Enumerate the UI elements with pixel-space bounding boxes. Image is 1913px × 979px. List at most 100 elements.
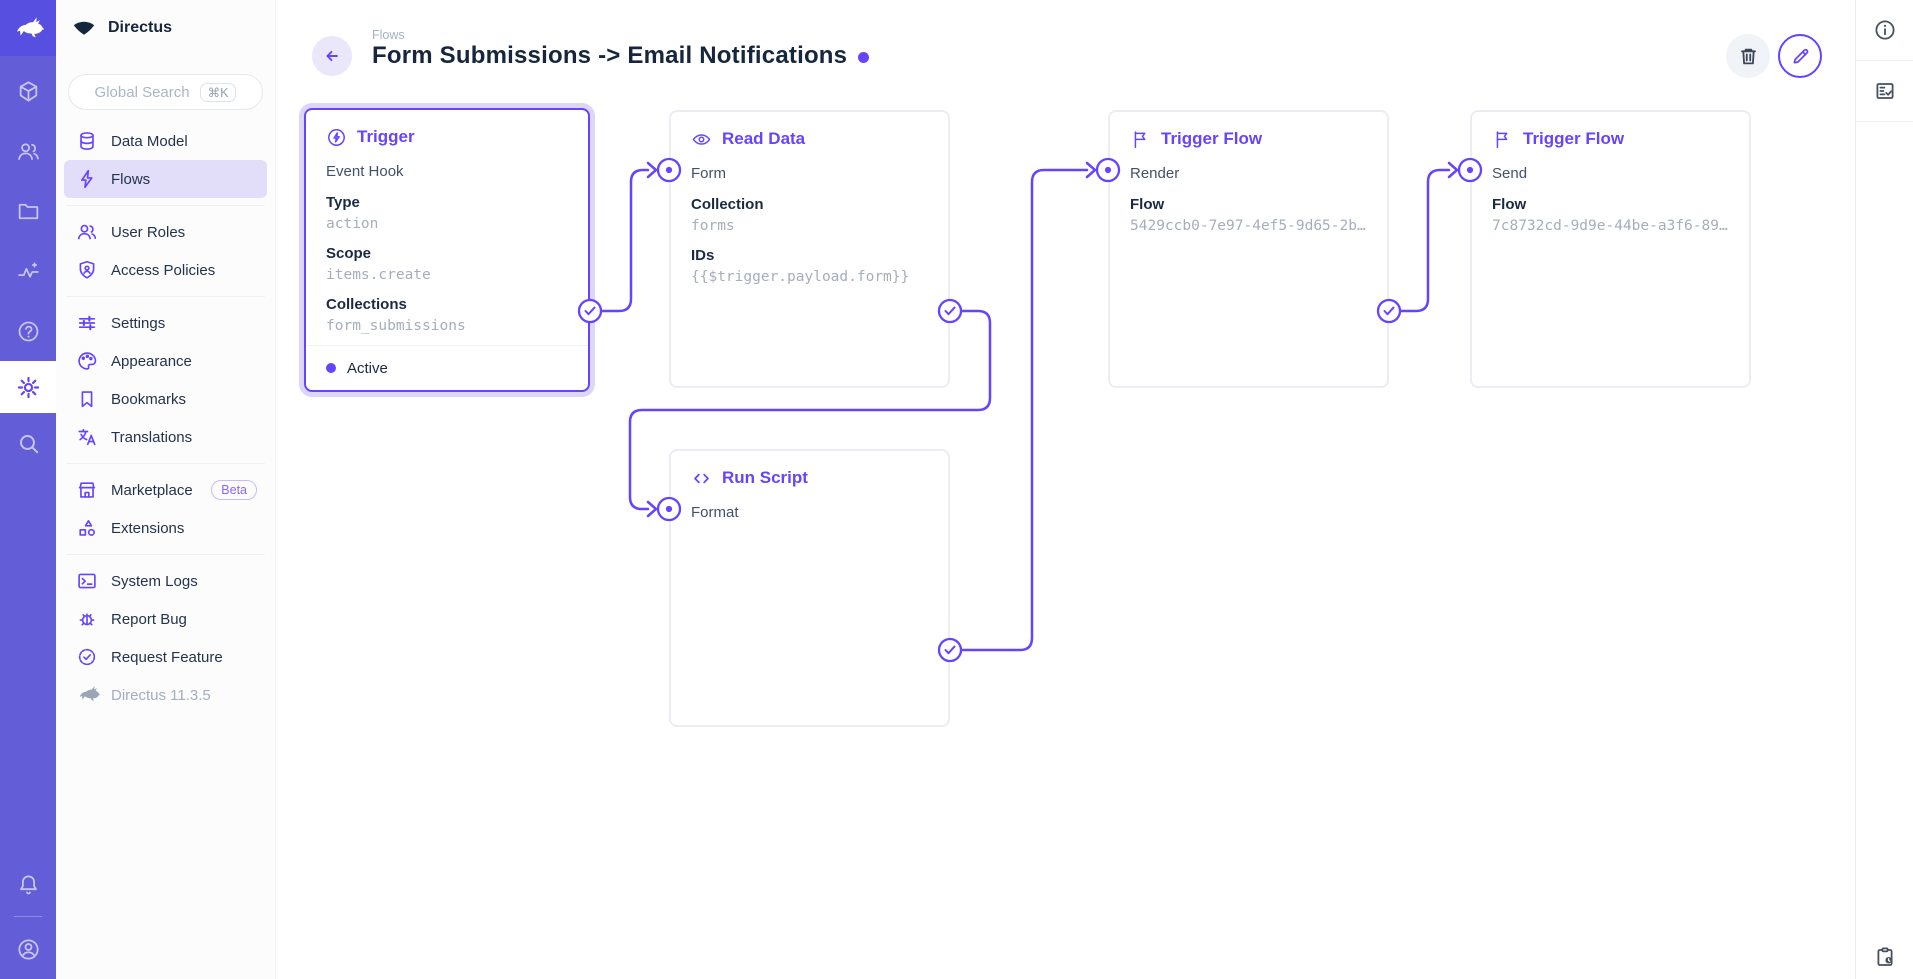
sidebar-item-label: Settings bbox=[111, 314, 166, 332]
sidebar-item-access-policies[interactable]: Access Policies bbox=[64, 251, 267, 289]
app-version: Directus 11.3.5 bbox=[64, 676, 267, 714]
lightning-bolt-icon bbox=[76, 168, 98, 190]
back-button[interactable] bbox=[312, 36, 352, 76]
module-settings[interactable] bbox=[0, 361, 56, 413]
sidebar-item-appearance[interactable]: Appearance bbox=[64, 342, 267, 380]
edge-render-to-send bbox=[1398, 168, 1451, 313]
panel-name: Read Data bbox=[722, 129, 806, 148]
trigger-kind: Event Hook bbox=[326, 162, 404, 180]
operation-name: Format bbox=[691, 503, 739, 521]
field: Flow 7c8732cd-9d9e-44be-a3f6-89… bbox=[1492, 196, 1729, 234]
panel-trigger-flow-render[interactable]: Trigger Flow Render Flow 5429ccb0-7e97-4… bbox=[1108, 110, 1389, 388]
extension-shapes-icon bbox=[76, 517, 98, 539]
field-value: 5429ccb0-7e97-4ef5-9d65-2b… bbox=[1130, 218, 1366, 234]
active-status-dot bbox=[326, 363, 336, 373]
panel-run-script[interactable]: Run Script Format bbox=[669, 449, 950, 727]
clipboard-clock-icon bbox=[1873, 945, 1897, 969]
sidebar-item-marketplace[interactable]: Marketplace Beta bbox=[64, 471, 267, 509]
award-check-icon bbox=[76, 646, 98, 668]
translate-icon bbox=[76, 426, 98, 448]
field: Type action bbox=[326, 194, 568, 232]
flow-status-dot bbox=[858, 52, 870, 63]
field: Flow 5429ccb0-7e97-4ef5-9d65-2b… bbox=[1130, 196, 1367, 234]
sidebar-drawer bbox=[1855, 0, 1913, 979]
edge-arrowhead bbox=[1085, 161, 1097, 179]
field-value: action bbox=[326, 216, 379, 232]
sidebar-item-label: Request Feature bbox=[111, 648, 223, 666]
edge-run-script-to-render bbox=[959, 168, 1089, 652]
panel-read-data[interactable]: Read Data Form Collection forms IDs {{$t… bbox=[669, 110, 950, 388]
nav-divider bbox=[66, 296, 265, 297]
edge-arrowhead bbox=[1447, 161, 1459, 179]
sidebar-item-data-model[interactable]: Data Model bbox=[64, 122, 267, 160]
directus-logo-button[interactable] bbox=[0, 0, 56, 56]
storefront-icon bbox=[76, 479, 98, 501]
field: Collections form_submissions bbox=[326, 296, 568, 334]
field-label: IDs bbox=[691, 247, 715, 264]
sidebar-item-system-logs[interactable]: System Logs bbox=[64, 562, 267, 600]
edit-flow-button[interactable] bbox=[1778, 34, 1822, 78]
rabbit-logo-icon bbox=[12, 15, 44, 41]
delete-flow-button[interactable] bbox=[1726, 34, 1770, 78]
sidebar-item-translations[interactable]: Translations bbox=[64, 418, 267, 456]
field: IDs {{$trigger.payload.form}} bbox=[691, 247, 928, 285]
panel-trigger[interactable]: Trigger Event Hook Type action Scope ite… bbox=[304, 108, 590, 392]
nav-divider bbox=[66, 554, 265, 555]
users-icon bbox=[76, 221, 98, 243]
folder-icon bbox=[16, 199, 41, 224]
pencil-icon bbox=[1790, 46, 1811, 67]
sidebar-item-settings[interactable]: Settings bbox=[64, 304, 267, 342]
terminal-icon bbox=[76, 570, 98, 592]
help-circle-icon bbox=[16, 319, 41, 344]
panel-trigger-flow-send[interactable]: Trigger Flow Send Flow 7c8732cd-9d9e-44b… bbox=[1470, 110, 1751, 388]
edge-arrowhead bbox=[646, 161, 658, 179]
module-files[interactable] bbox=[0, 181, 56, 241]
module-global-search[interactable] bbox=[0, 413, 56, 473]
page-title: Form Submissions -> Email Notifications bbox=[372, 42, 848, 69]
panel-name: Trigger Flow bbox=[1523, 129, 1625, 148]
rabbit-logo-icon bbox=[76, 684, 100, 706]
panel-name: Run Script bbox=[722, 468, 808, 487]
panel-header: Read Data bbox=[691, 127, 928, 151]
panel-header: Trigger bbox=[326, 125, 568, 149]
sidebar-item-label: Marketplace bbox=[111, 481, 193, 499]
module-help[interactable] bbox=[0, 301, 56, 361]
sidebar-item-user-roles[interactable]: User Roles bbox=[64, 213, 267, 251]
palette-icon bbox=[76, 350, 98, 372]
tune-sliders-icon bbox=[76, 312, 98, 334]
sidebar-item-request-feature[interactable]: Request Feature bbox=[64, 638, 267, 676]
field-label: Type bbox=[326, 194, 360, 211]
edge-trigger-to-read-data bbox=[599, 168, 650, 313]
logs-drawer-button[interactable] bbox=[1856, 61, 1913, 122]
sidebar-item-extensions[interactable]: Extensions bbox=[64, 509, 267, 547]
bolt-circle-icon bbox=[326, 127, 347, 148]
field-label: Flow bbox=[1492, 196, 1527, 213]
global-search-input[interactable]: Global Search ⌘K bbox=[68, 74, 263, 110]
version-label: Directus 11.3.5 bbox=[111, 686, 211, 704]
panel-name: Trigger bbox=[357, 127, 415, 146]
sidebar-item-report-bug[interactable]: Report Bug bbox=[64, 600, 267, 638]
breadcrumb[interactable]: Flows bbox=[372, 28, 405, 42]
field-label: Collections bbox=[326, 296, 407, 313]
sidebar-item-flows[interactable]: Flows bbox=[64, 160, 267, 198]
sidebar-item-label: Data Model bbox=[111, 132, 188, 150]
module-users[interactable] bbox=[0, 121, 56, 181]
trigger-status: Active bbox=[306, 345, 588, 390]
sidebar-item-bookmarks[interactable]: Bookmarks bbox=[64, 380, 267, 418]
sidebar-item-label: Access Policies bbox=[111, 261, 216, 279]
module-insights[interactable] bbox=[0, 241, 56, 301]
panel-header: Run Script bbox=[691, 466, 928, 490]
pending-notices-button[interactable] bbox=[1856, 945, 1913, 969]
field-value: 7c8732cd-9d9e-44be-a3f6-89… bbox=[1492, 218, 1728, 234]
field: Collection forms bbox=[691, 196, 928, 234]
global-search-placeholder: Global Search bbox=[94, 83, 190, 101]
flow-info-drawer-button[interactable] bbox=[1856, 0, 1913, 61]
sidebar-item-label: Extensions bbox=[111, 519, 185, 537]
gear-icon bbox=[16, 375, 41, 400]
operation-name: Send bbox=[1492, 164, 1528, 182]
module-content[interactable] bbox=[0, 61, 56, 121]
shield-user-icon bbox=[76, 259, 98, 281]
rail-divider bbox=[14, 916, 42, 917]
account-button[interactable] bbox=[0, 919, 56, 979]
notifications-button[interactable] bbox=[0, 854, 56, 914]
